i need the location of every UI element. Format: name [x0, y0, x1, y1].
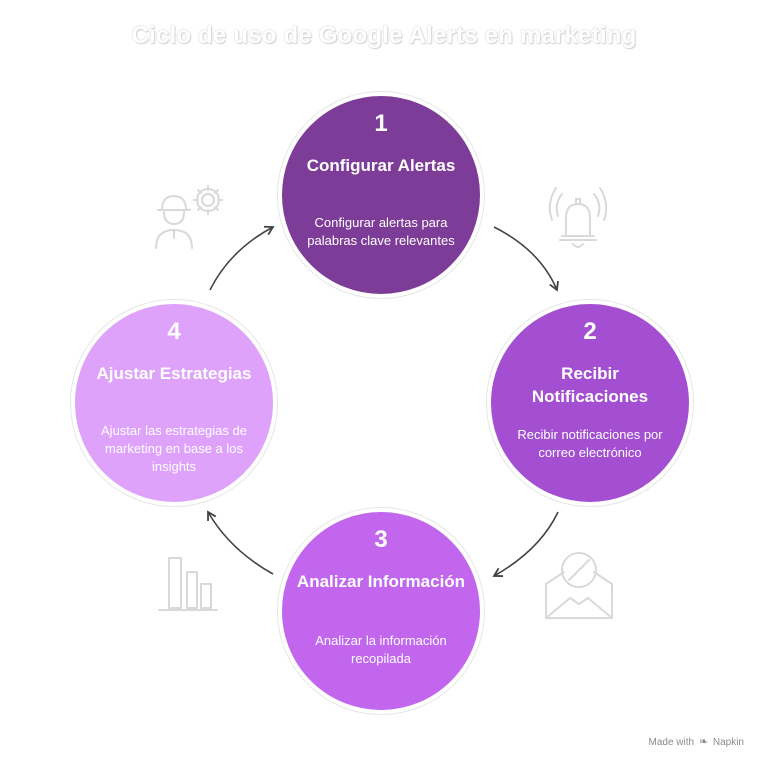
- step-2-number: 2: [583, 318, 597, 345]
- step-1-number: 1: [374, 110, 388, 137]
- worker-gear-icon: [155, 185, 223, 249]
- step-4-heading: Ajustar Estrategias: [96, 364, 252, 383]
- step-1-circle: 1 Configurar Alertas Configurar alertas …: [278, 92, 484, 298]
- step-3-number: 3: [374, 526, 388, 553]
- step-4-circle: 4 Ajustar Estrategias Ajustar las estrat…: [71, 300, 277, 506]
- step-4-description: Ajustar las estrategias de marketing en …: [101, 423, 247, 474]
- step-2-circle: 2 Recibir Notificaciones Recibir notific…: [487, 300, 693, 506]
- diagram-title: Ciclo de uso de Google Alerts en marketi…: [131, 22, 637, 49]
- arrow-4-to-1: [209, 225, 275, 291]
- step-3-description: Analizar la información recopilada: [315, 633, 447, 666]
- arrow-1-to-2: [493, 226, 559, 292]
- arrow-3-to-4: [207, 510, 274, 575]
- envelope-icon: [545, 552, 613, 619]
- credit-prefix: Made with: [648, 737, 695, 748]
- bell-ringing-icon: [548, 187, 608, 248]
- step-4-number: 4: [167, 318, 181, 345]
- step-1-description: Configurar alertas para palabras clave r…: [307, 215, 455, 248]
- arrow-2-to-3: [492, 511, 559, 577]
- step-3-heading: Analizar Información: [296, 572, 466, 591]
- made-with-credit: Made with ❧ Napkin: [649, 735, 745, 748]
- bar-chart-icon: [158, 557, 218, 611]
- step-1-heading: Configurar Alertas: [306, 156, 456, 175]
- napkin-logo-icon: ❧: [698, 736, 709, 748]
- credit-brand: Napkin: [712, 737, 744, 748]
- step-3-circle: 3 Analizar Información Analizar la infor…: [278, 508, 484, 714]
- step-2-heading: Recibir Notificaciones: [531, 364, 649, 406]
- step-2-description: Recibir notificaciones por correo electr…: [517, 427, 663, 460]
